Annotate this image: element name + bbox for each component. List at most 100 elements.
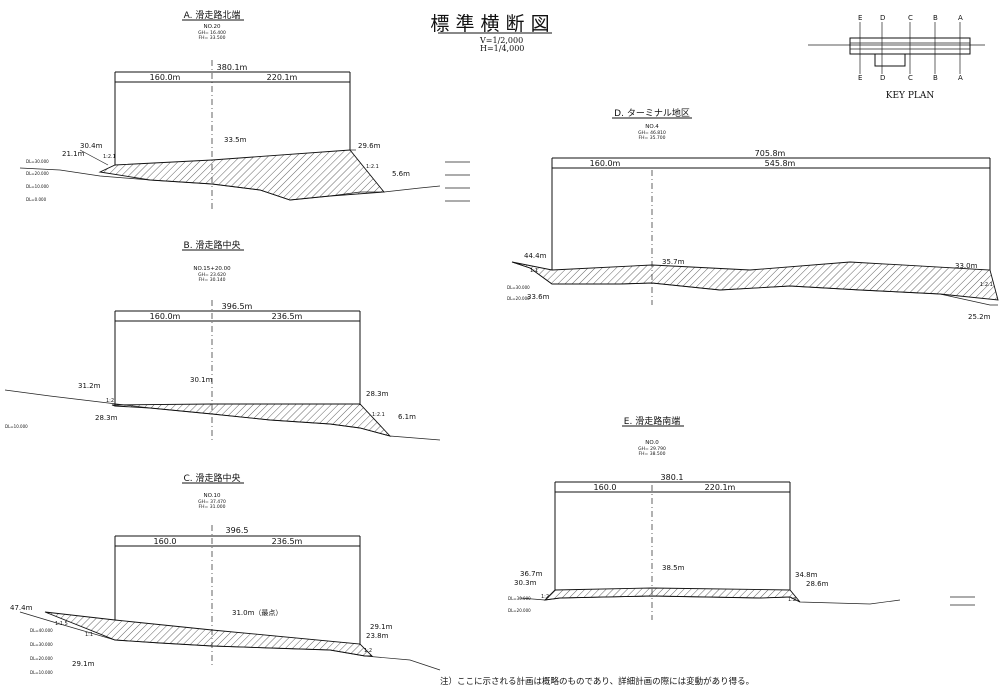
section-e-level-ticks bbox=[950, 596, 975, 606]
section-b-right-toe-height: 6.1m bbox=[398, 413, 416, 421]
section-a-left-width: 160.0m bbox=[150, 73, 181, 82]
drawing-header: 標 準 横 断 図 V=1/2,000 H=1/4,000 bbox=[430, 13, 552, 53]
section-d: D. ターミナル地区 NO.4 GH= 46.810 FH= 35.700 70… bbox=[507, 107, 999, 321]
section-e-gh: GH= 29.790 bbox=[638, 446, 666, 452]
section-d-right-toe-height: 25.2m bbox=[968, 313, 991, 321]
section-a-total-width: 380.1m bbox=[217, 63, 248, 72]
section-b-right-edge-height: 28.3m bbox=[366, 390, 389, 398]
section-a-level-ticks bbox=[445, 161, 470, 202]
section-a-level-10: DL=10.000 bbox=[26, 184, 49, 189]
section-d-right-edge-height: 33.0m bbox=[955, 262, 978, 270]
section-e-level-20: DL=20.000 bbox=[508, 608, 531, 613]
section-a-left-edge-height: 30.4m bbox=[80, 142, 103, 150]
section-a-title: A. 滑走路北端 bbox=[184, 9, 241, 21]
section-e-center-height: 38.5m bbox=[662, 564, 685, 572]
section-a-level-30: DL=30.000 bbox=[26, 159, 49, 164]
section-e-right-slope: 1:2 bbox=[788, 597, 796, 603]
section-c-right-edge-height: 29.1m bbox=[370, 623, 393, 631]
section-e-level-30: DL=30.000 bbox=[508, 596, 531, 601]
section-b: B. 滑走路中央 NO.15+20.00 GH= 23.620 FH= 30.1… bbox=[4, 239, 441, 441]
scale-horizontal: H=1/4,000 bbox=[480, 44, 524, 53]
section-e-right-width: 220.1m bbox=[705, 483, 736, 492]
section-d-left-width: 160.0m bbox=[590, 159, 621, 168]
section-c-left-toe-height: 29.1m bbox=[72, 660, 95, 668]
section-a-gh: GH= 16.400 bbox=[198, 30, 226, 36]
section-b-level-10: DL=10.000 bbox=[5, 424, 28, 429]
section-a-left-slope: 1:2.1 bbox=[103, 154, 116, 160]
section-d-left-slope: 1:1 bbox=[530, 268, 538, 274]
key-marker-c-top: C bbox=[908, 14, 913, 22]
section-a-right-slope: 1:2.1 bbox=[366, 164, 379, 170]
section-c-right-width: 236.5m bbox=[272, 537, 303, 546]
section-e: E. 滑走路南端 NO.0 GH= 29.790 FH= 38.500 380.… bbox=[508, 415, 975, 620]
key-marker-a-top: A bbox=[958, 14, 963, 22]
section-a: A. 滑走路北端 NO.20 GH= 16.400 FH= 33.500 380… bbox=[19, 9, 470, 210]
section-d-title: D. ターミナル地区 bbox=[614, 107, 690, 119]
section-a-right-toe-height: 5.6m bbox=[392, 170, 410, 178]
key-marker-b-bottom: B bbox=[933, 74, 938, 82]
section-e-right-toe-height: 28.6m bbox=[806, 580, 829, 588]
section-d-right-slope: 1:2.1 bbox=[980, 282, 993, 288]
section-c-level-10: DL=10.000 bbox=[30, 670, 53, 675]
footnote: 注）ここに示される計画は概略のものであり、詳細計画の際には変動があり得る。 bbox=[440, 676, 754, 687]
section-d-center-height: 35.7m bbox=[662, 258, 685, 266]
section-c-left-width: 160.0 bbox=[154, 537, 177, 546]
key-marker-e-top: E bbox=[858, 14, 862, 22]
section-c-no: NO.10 bbox=[204, 493, 221, 499]
section-e-total-width: 380.1 bbox=[661, 473, 684, 482]
section-c-level-40: DL=40.000 bbox=[30, 628, 53, 633]
section-b-left-edge-height: 31.2m bbox=[78, 382, 101, 390]
section-b-gh: GH= 23.620 bbox=[198, 272, 226, 278]
section-c: C. 滑走路中央 NO.10 GH= 37.470 FH= 31.000 396… bbox=[10, 472, 441, 675]
section-e-left-width: 160.0 bbox=[594, 483, 617, 492]
section-e-no: NO.0 bbox=[645, 440, 659, 446]
section-e-fh: FH= 38.500 bbox=[639, 451, 666, 457]
section-a-center-height: 33.5m bbox=[224, 136, 247, 144]
section-d-no: NO.4 bbox=[645, 124, 659, 130]
section-a-right-width: 220.1m bbox=[267, 73, 298, 82]
section-c-fh: FH= 31.000 bbox=[199, 504, 226, 510]
key-marker-e-bottom: E bbox=[858, 74, 862, 82]
section-b-embankment bbox=[111, 403, 392, 437]
section-b-total-width: 396.5m bbox=[222, 302, 253, 311]
drawing-title: 標 準 横 断 図 bbox=[430, 13, 549, 35]
section-e-title: E. 滑走路南端 bbox=[624, 415, 680, 427]
key-plan-section-lines bbox=[859, 22, 961, 74]
section-d-right-width: 545.8m bbox=[765, 159, 796, 168]
key-marker-d-bottom: D bbox=[880, 74, 885, 82]
section-a-no: NO.20 bbox=[204, 24, 221, 30]
key-marker-c-bottom: C bbox=[908, 74, 913, 82]
section-b-fh: FH= 30.140 bbox=[199, 277, 226, 283]
section-e-right-edge-height: 34.8m bbox=[795, 571, 818, 579]
section-c-level-30: DL=30.000 bbox=[30, 642, 53, 647]
section-c-right-slope: 1:2 bbox=[364, 648, 372, 654]
section-d-level-20: DL=20.000 bbox=[507, 296, 530, 301]
key-marker-a-bottom: A bbox=[958, 74, 963, 82]
key-plan-label: KEY PLAN bbox=[886, 91, 935, 101]
section-c-left-slope: 1:1.5 bbox=[55, 621, 68, 627]
section-c-left-edge-height: 47.4m bbox=[10, 604, 33, 612]
section-b-left-width: 160.0m bbox=[150, 312, 181, 321]
section-e-left-edge-height: 36.7m bbox=[520, 570, 543, 578]
section-a-left-toe-height: 21.1m bbox=[62, 150, 85, 158]
section-b-left-slope: 1:2 bbox=[106, 398, 114, 404]
section-d-left-edge-height: 44.4m bbox=[524, 252, 547, 260]
section-c-gh: GH= 37.470 bbox=[198, 499, 226, 505]
section-c-embankment bbox=[44, 611, 374, 657]
section-c-title: C. 滑走路中央 bbox=[183, 472, 240, 484]
section-d-embankment bbox=[511, 261, 999, 301]
section-c-level-20: DL=20.000 bbox=[30, 656, 53, 661]
section-d-left-toe-height: 33.6m bbox=[527, 293, 550, 301]
section-c-total-width: 396.5 bbox=[226, 526, 249, 535]
section-d-level-30: DL=30.000 bbox=[507, 285, 530, 290]
section-b-no: NO.15+20.00 bbox=[193, 266, 231, 272]
section-b-center-height: 30.1m bbox=[190, 376, 213, 384]
section-d-gh: GH= 46.810 bbox=[638, 130, 666, 136]
section-b-right-slope: 1:2.1 bbox=[372, 412, 385, 418]
section-a-level-20: DL=20.000 bbox=[26, 171, 49, 176]
key-marker-b-top: B bbox=[933, 14, 938, 22]
section-c-right-toe-height: 23.8m bbox=[366, 632, 389, 640]
section-d-total-width: 705.8m bbox=[755, 149, 786, 158]
key-marker-d-top: D bbox=[880, 14, 885, 22]
